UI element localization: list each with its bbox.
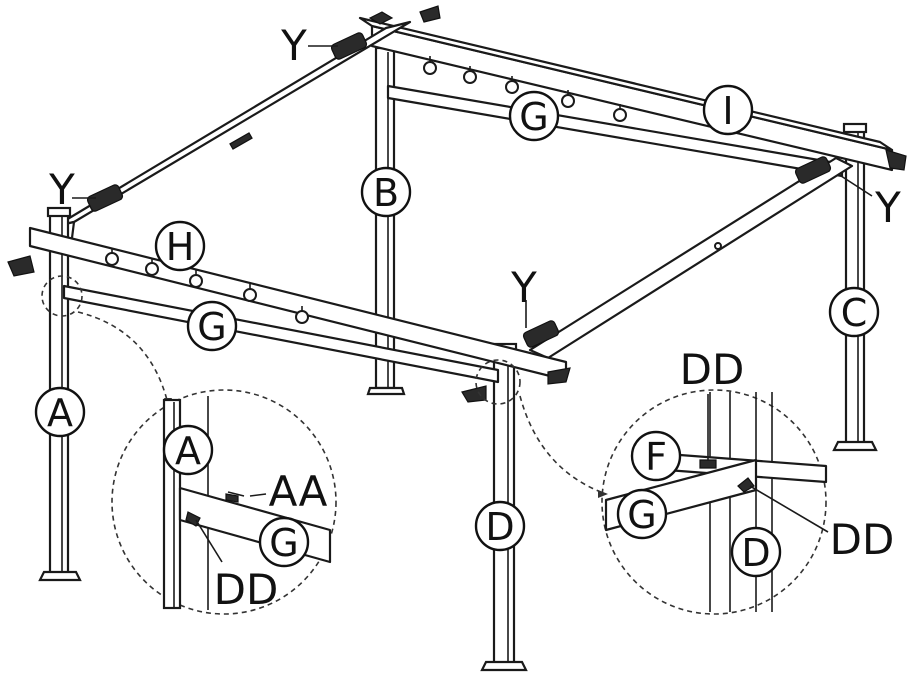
svg-text:A: A — [175, 429, 201, 473]
label-inset-f: F — [630, 430, 682, 482]
label-dd-left: DD — [214, 565, 279, 614]
detail-marker-left — [41, 275, 83, 317]
label-y-right: Y — [874, 183, 901, 232]
label-inset-g-left: G — [258, 516, 310, 568]
label-b: B — [360, 166, 412, 218]
svg-text:A: A — [47, 391, 73, 435]
detail-arrow-right — [519, 395, 607, 495]
leader-y-right — [837, 173, 873, 197]
y-connectors — [86, 32, 832, 348]
svg-text:I: I — [722, 89, 733, 133]
label-i: I — [702, 84, 754, 136]
label-y-front: Y — [510, 263, 537, 312]
label-y-top: Y — [280, 21, 307, 70]
svg-text:G: G — [627, 493, 656, 537]
label-dd-top: DD — [680, 345, 745, 394]
back-hooks — [423, 56, 627, 122]
front-hooks — [105, 248, 309, 324]
svg-text:D: D — [485, 505, 514, 549]
label-inset-a: A — [162, 424, 214, 476]
svg-text:D: D — [741, 531, 770, 575]
label-g-front: G — [186, 300, 238, 352]
label-h: H — [154, 220, 206, 272]
label-inset-d: D — [730, 526, 782, 578]
detail-arrow-left — [77, 311, 169, 405]
arrowhead-right — [598, 490, 608, 498]
label-aa: AA — [269, 467, 328, 516]
beam-right-side — [528, 156, 854, 360]
svg-text:B: B — [373, 171, 399, 215]
beam-g-front — [62, 284, 500, 384]
svg-text:G: G — [269, 521, 298, 565]
label-inset-g-right: G — [616, 488, 668, 540]
label-c: C — [828, 286, 880, 338]
svg-text:C: C — [841, 291, 868, 335]
svg-text:F: F — [645, 435, 667, 479]
label-g-back: G — [508, 90, 560, 142]
svg-text:G: G — [197, 305, 226, 349]
beam-h — [7, 226, 571, 403]
detail-marker-right — [475, 359, 521, 405]
beam-i — [358, 11, 907, 172]
svg-text:G: G — [519, 95, 548, 139]
label-d: D — [474, 500, 526, 552]
label-dd-right: DD — [830, 515, 895, 564]
svg-text:H: H — [166, 225, 195, 269]
label-y-left: Y — [48, 165, 75, 214]
label-a: A — [34, 386, 86, 438]
